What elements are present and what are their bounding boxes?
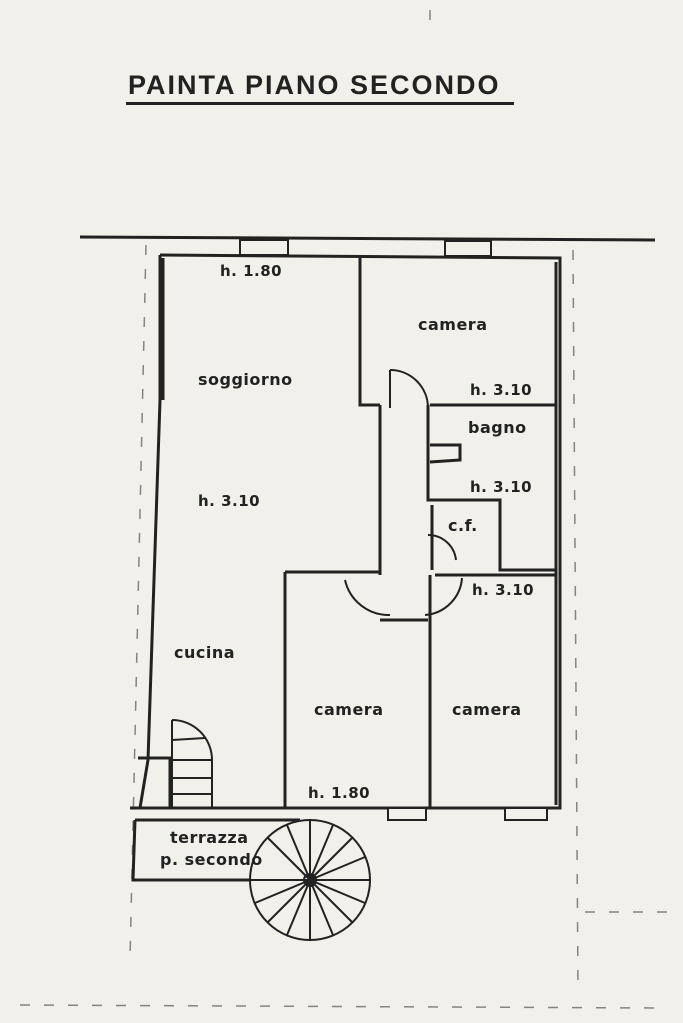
top-windows [239, 239, 492, 257]
height-label-top-left: h. 1.80 [220, 262, 283, 280]
spiral-staircase [249, 819, 371, 941]
height-label-bottom: h. 1.80 [308, 784, 371, 802]
terrace-outline [130, 806, 300, 882]
interior-walls [138, 258, 556, 808]
height-label-camera-top: h. 3.10 [470, 381, 533, 399]
bottom-windows [387, 807, 548, 821]
plan-title: PAINTA PIANO SECONDO [128, 70, 501, 100]
title-underline [126, 102, 514, 105]
room-label-cf: c.f. [448, 516, 478, 535]
outer-walls [138, 253, 562, 810]
room-label-soggiorno: soggiorno [198, 370, 293, 389]
top-boundary-line [79, 235, 656, 242]
height-label-soggiorno: h. 3.10 [198, 492, 261, 510]
door-arcs [344, 369, 463, 617]
room-label-camera-bottom-middle: camera [314, 700, 384, 719]
room-label-terrazza: terrazza [170, 828, 249, 847]
room-label-cucina: cucina [174, 643, 236, 662]
height-label-bagno: h. 3.10 [470, 478, 533, 496]
room-label-camera-top-right: camera [418, 315, 488, 334]
room-label-camera-bottom-right: camera [452, 700, 522, 719]
guide-lines [19, 10, 675, 1009]
room-label-terrazza-floor: p. secondo [160, 850, 263, 869]
room-label-bagno: bagno [468, 418, 527, 437]
internal-stair [171, 719, 213, 808]
height-label-camera-right: h. 3.10 [472, 581, 535, 599]
